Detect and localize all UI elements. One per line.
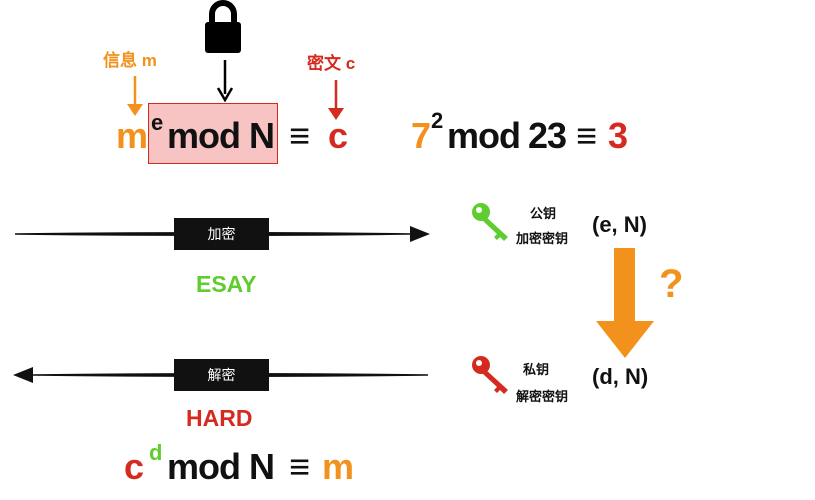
decrypt-modulus: N — [249, 446, 275, 487]
public-key-title: 公钥 — [530, 206, 557, 221]
encrypt-difficulty: ESAY — [196, 271, 257, 297]
public-key-icon — [472, 203, 508, 241]
formula-base-m: m — [116, 115, 148, 156]
example-mod: mod — [447, 115, 521, 156]
lock-down-arrow — [216, 60, 234, 102]
lock-icon — [205, 0, 241, 53]
message-label: 信息 m — [103, 51, 157, 70]
example-modulus: 23 — [528, 115, 567, 156]
decrypt-base-c: c — [124, 446, 144, 487]
ciphertext-label: 密文 c — [307, 54, 356, 73]
decrypt-equiv: ≡ — [289, 446, 310, 487]
private-key-icon — [472, 356, 508, 394]
decrypt-exponent-d: d — [149, 440, 163, 465]
derive-question: ? — [659, 262, 684, 306]
formula-result-c: c — [328, 115, 348, 156]
public-key-subtitle: 加密密钥 — [516, 231, 569, 246]
private-key-title: 私钥 — [523, 362, 550, 377]
private-key-pair: (d, N) — [592, 364, 649, 389]
formula-exponent-e: e — [151, 110, 164, 135]
private-key-subtitle: 解密密钥 — [516, 389, 569, 404]
message-arrow — [127, 76, 143, 116]
decrypt-difficulty: HARD — [186, 405, 253, 431]
public-key-pair: (e, N) — [592, 212, 647, 237]
formula-modulus: N — [249, 115, 275, 156]
formula-mod: mod — [167, 115, 241, 156]
encrypt-tag: 加密 — [174, 218, 269, 250]
example-result: 3 — [608, 115, 628, 156]
ciphertext-arrow — [328, 80, 344, 120]
example-equiv: ≡ — [576, 115, 597, 156]
decrypt-mod: mod — [167, 446, 241, 487]
key-highlight-box — [148, 103, 278, 164]
decrypt-tag: 解密 — [174, 359, 269, 391]
example-base: 7 — [411, 115, 431, 156]
decrypt-result-m: m — [322, 446, 354, 487]
derive-arrow — [596, 248, 654, 358]
formula-equiv: ≡ — [289, 115, 310, 156]
example-exponent: 2 — [431, 108, 444, 133]
